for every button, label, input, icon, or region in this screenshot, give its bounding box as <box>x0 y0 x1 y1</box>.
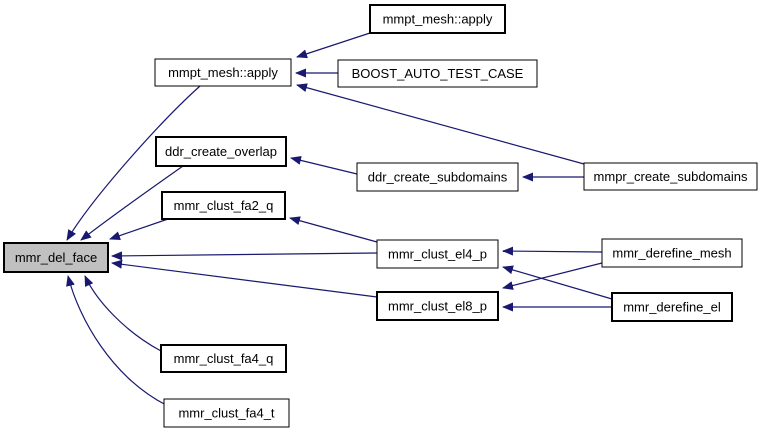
graph-node-mmr_derefine_el[interactable]: mmr_derefine_el <box>611 292 733 322</box>
node-box-boost_auto_test_case[interactable] <box>337 59 538 88</box>
node-label-mmpt_mesh_apply_2: mmpt_mesh::apply <box>383 12 493 27</box>
graph-node-mmpt_mesh_apply_2[interactable]: mmpt_mesh::apply <box>369 4 506 34</box>
nodes-layer: mmr_del_facemmpt_mesh::applymmpt_mesh::a… <box>3 4 758 428</box>
node-label-mmr_clust_fa4_q: mmr_clust_fa4_q <box>174 351 274 366</box>
graph-node-ddr_create_overlap[interactable]: ddr_create_overlap <box>155 136 287 167</box>
node-label-boost_auto_test_case: BOOST_AUTO_TEST_CASE <box>352 66 524 81</box>
edge-mmr_clust_fa4_q-to-mmr_del_face <box>84 275 162 352</box>
graph-node-mmr_clust_fa2_q[interactable]: mmr_clust_fa2_q <box>161 191 286 220</box>
node-box-mmr_del_face <box>3 242 109 273</box>
edge-mmr_clust_fa4_t-to-mmr_del_face <box>66 275 167 406</box>
node-label-mmr_clust_fa2_q: mmr_clust_fa2_q <box>174 198 274 213</box>
edge-mmr_derefine_mesh-to-mmr_clust_el4_p <box>502 246 603 256</box>
node-box-mmpt_mesh_apply_2[interactable] <box>369 4 506 34</box>
edge-mmr_clust_el4_p-to-mmr_del_face <box>111 251 378 261</box>
node-box-ddr_create_overlap[interactable] <box>155 136 287 167</box>
node-label-mmr_derefine_mesh: mmr_derefine_mesh <box>612 246 731 261</box>
node-box-mmpr_create_subdomains[interactable] <box>583 162 758 191</box>
edge-mmpr_create_subdomains-to-mmpt_mesh_apply <box>296 83 585 165</box>
node-label-mmr_derefine_el: mmr_derefine_el <box>623 300 721 315</box>
graph-node-ddr_create_subdomains[interactable]: ddr_create_subdomains <box>356 162 519 192</box>
node-box-mmr_clust_el8_p[interactable] <box>376 291 499 321</box>
edge-ddr_create_overlap-to-mmr_del_face <box>80 165 184 241</box>
graph-node-mmr_clust_el4_p[interactable]: mmr_clust_el4_p <box>376 239 499 269</box>
node-box-mmr_clust_fa2_q[interactable] <box>161 191 286 220</box>
node-box-mmr_clust_el4_p[interactable] <box>376 239 499 269</box>
node-box-mmr_clust_fa4_t[interactable] <box>163 398 290 428</box>
edge-mmr_clust_el4_p-to-mmr_clust_fa2_q <box>289 216 378 243</box>
node-label-mmpt_mesh_apply: mmpt_mesh::apply <box>168 65 278 80</box>
edge-ddr_create_subdomains-to-ddr_create_overlap <box>290 155 358 175</box>
node-label-mmpr_create_subdomains: mmpr_create_subdomains <box>594 169 748 184</box>
graph-node-mmpt_mesh_apply[interactable]: mmpt_mesh::apply <box>154 58 292 87</box>
node-box-mmr_derefine_el[interactable] <box>611 292 733 322</box>
edge-mmr_clust_fa2_q-to-mmr_del_face <box>109 218 169 240</box>
node-label-mmr_clust_el8_p: mmr_clust_el8_p <box>388 299 487 314</box>
node-label-ddr_create_subdomains: ddr_create_subdomains <box>368 170 508 185</box>
node-label-mmr_clust_el4_p: mmr_clust_el4_p <box>388 247 487 262</box>
node-box-ddr_create_subdomains[interactable] <box>356 162 519 192</box>
node-label-ddr_create_overlap: ddr_create_overlap <box>165 144 277 159</box>
graph-node-boost_auto_test_case[interactable]: BOOST_AUTO_TEST_CASE <box>337 59 538 88</box>
graph-node-mmr_derefine_mesh[interactable]: mmr_derefine_mesh <box>601 238 743 268</box>
edge-mmpt_mesh_apply_2-to-mmpt_mesh_apply <box>296 32 371 59</box>
graph-node-mmr_clust_fa4_q[interactable]: mmr_clust_fa4_q <box>160 344 287 373</box>
node-box-mmpt_mesh_apply[interactable] <box>154 58 292 87</box>
node-box-mmr_clust_fa4_q[interactable] <box>160 344 287 373</box>
edge-mmr_derefine_el-to-mmr_clust_el4_p <box>502 265 613 300</box>
edge-mmr_clust_el8_p-to-mmr_del_face <box>111 259 378 298</box>
edge-mmpt_mesh_apply-to-mmr_del_face <box>66 85 201 241</box>
edges-layer <box>66 32 613 406</box>
edge-mmr_derefine_mesh-to-mmr_clust_el8_p <box>502 262 603 290</box>
node-label-mmr_clust_fa4_t: mmr_clust_fa4_t <box>178 406 274 421</box>
graph-node-mmr_del_face: mmr_del_face <box>3 242 109 273</box>
node-box-mmr_derefine_mesh[interactable] <box>601 238 743 268</box>
graph-node-mmpr_create_subdomains[interactable]: mmpr_create_subdomains <box>583 162 758 191</box>
graph-node-mmr_clust_el8_p[interactable]: mmr_clust_el8_p <box>376 291 499 321</box>
node-label-mmr_del_face: mmr_del_face <box>15 250 97 265</box>
graph-node-mmr_clust_fa4_t[interactable]: mmr_clust_fa4_t <box>163 398 290 428</box>
